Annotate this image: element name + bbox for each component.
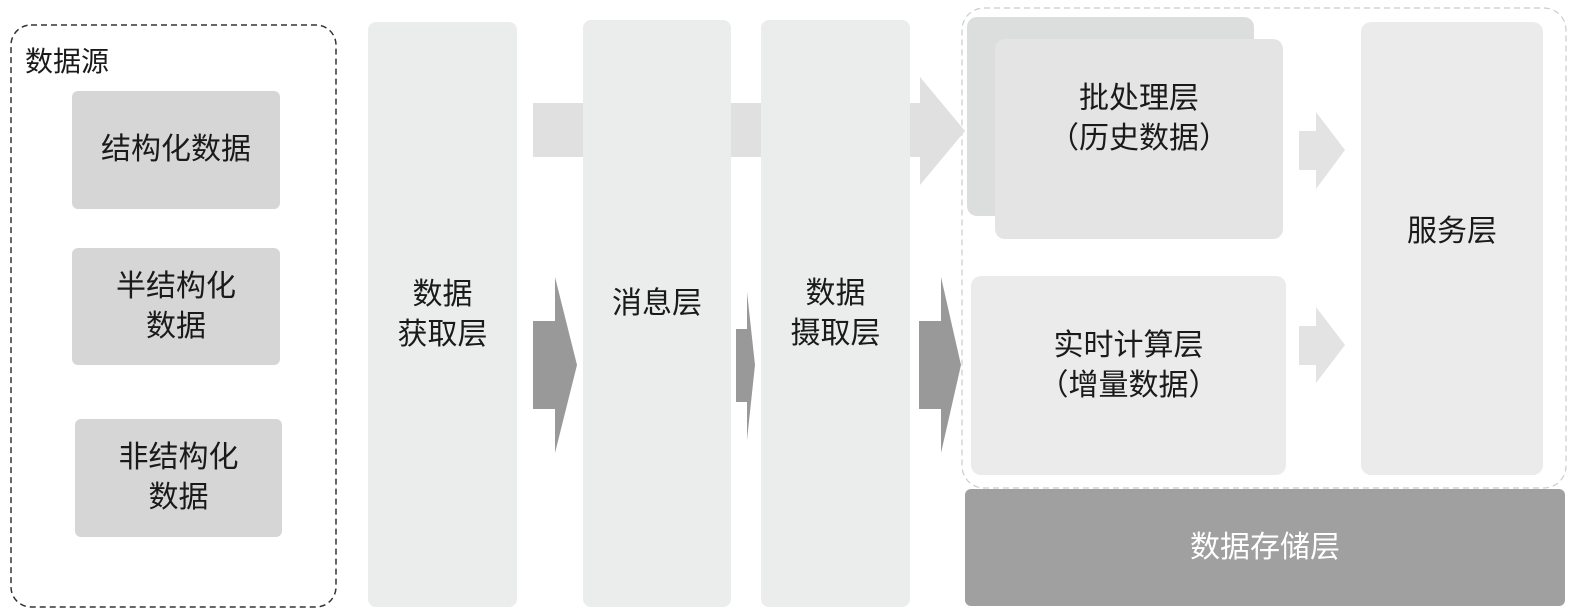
- arrow-batch-to-service: [1299, 112, 1345, 189]
- message-layer: 消息层: [583, 20, 731, 607]
- service-label: 服务层: [1407, 213, 1497, 249]
- realtime-layer: 实时计算层 （增量数据）: [971, 276, 1286, 475]
- storage-layer: 数据存储层: [965, 489, 1565, 606]
- realtime-label-1: 实时计算层: [1053, 327, 1204, 363]
- batch-label-2: （历史数据）: [1049, 121, 1229, 156]
- semi-structured-data-box: 半结构化 数据: [72, 248, 280, 365]
- semi-structured-label-2: 数据: [146, 308, 206, 344]
- acquisition-label-1: 数据: [412, 276, 473, 312]
- flow-arrow-acquisition: [533, 277, 577, 453]
- message-label: 消息层: [612, 285, 702, 321]
- service-layer: 服务层: [1361, 22, 1543, 475]
- ingestion-label-1: 数据: [805, 275, 866, 311]
- acquisition-label-2: 获取层: [397, 316, 488, 352]
- data-source-title: 数据源: [25, 45, 110, 78]
- ingestion-label-2: 摄取层: [790, 315, 881, 351]
- data-source-group-border: [10, 24, 337, 608]
- arrow-realtime-to-service: [1299, 307, 1345, 383]
- structured-data-label: 结构化数据: [101, 132, 251, 167]
- unstructured-label-2: 数据: [148, 480, 209, 515]
- ingestion-layer: 数据 摄取层: [761, 20, 910, 607]
- processing-group-border: [961, 7, 1567, 489]
- unstructured-data-box: 非结构化 数据: [75, 419, 282, 537]
- batch-label-1: 批处理层: [1079, 81, 1199, 116]
- storage-label: 数据存储层: [1190, 529, 1340, 565]
- structured-data-box: 结构化数据: [72, 91, 280, 209]
- flow-arrow-ingestion: [919, 277, 961, 453]
- semi-structured-label-1: 半结构化: [116, 268, 236, 304]
- realtime-label-2: （增量数据）: [1038, 367, 1219, 403]
- flow-arrow-message: [736, 292, 755, 440]
- unstructured-label-1: 非结构化: [118, 440, 239, 475]
- acquisition-layer: 数据 获取层: [368, 22, 517, 607]
- batch-flow-arrow: [905, 77, 965, 185]
- batch-layer: 批处理层 （历史数据）: [995, 39, 1283, 239]
